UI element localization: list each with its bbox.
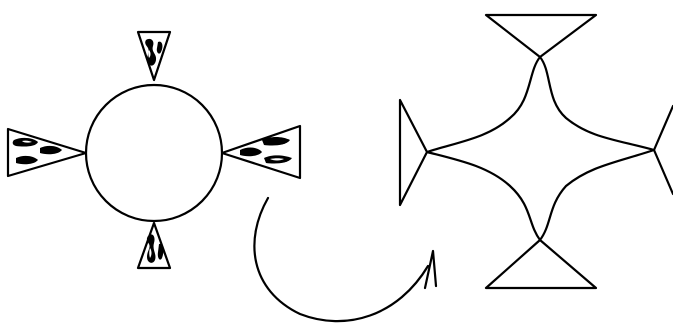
left-wedge [8, 129, 86, 176]
right-star-assembly [400, 15, 673, 288]
initial-circle [86, 85, 222, 221]
star-top-wedge [486, 15, 596, 57]
right-wedge [222, 126, 300, 178]
curved-arrow-icon [254, 198, 436, 321]
deformed-star-outline [427, 57, 654, 240]
top-wedge [138, 32, 170, 80]
bottom-wedge [138, 223, 170, 268]
star-right-wedge [654, 106, 673, 194]
star-left-wedge [400, 100, 427, 205]
star-bottom-wedge [486, 240, 596, 288]
